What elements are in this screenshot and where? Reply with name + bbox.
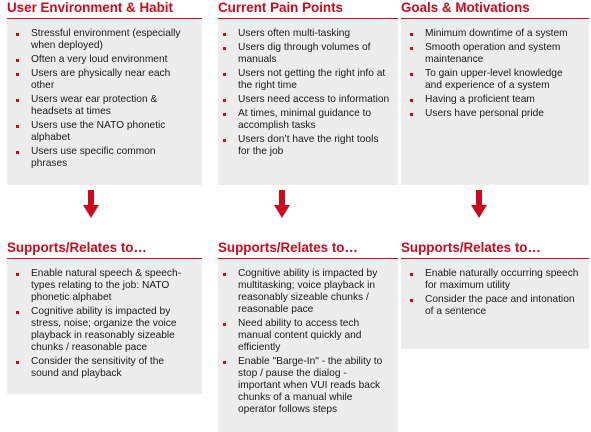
list-item: Users dig through volumes of manuals <box>220 42 390 66</box>
list-item: Users often multi-tasking <box>220 28 390 40</box>
heading-pain-points: Current Pain Points <box>218 0 343 15</box>
list-item: Consider the pace and intonation of a se… <box>407 294 579 318</box>
heading-user-environment: User Environment & Habit <box>7 0 173 15</box>
list-item: Enable "Barge-In" - the ability to stop … <box>220 356 388 416</box>
list-item: Users use specific common phrases <box>13 146 191 170</box>
list-item: Enable naturally occurring speech for ma… <box>407 268 579 292</box>
list-item: Consider the sensitivity of the sound an… <box>13 356 193 380</box>
list-item: Need ability to access tech manual conte… <box>220 318 388 354</box>
list-item: Users not getting the right info at the … <box>220 68 390 92</box>
heading-supports-3: Supports/Relates to… <box>401 240 541 255</box>
list-item: Stressful environment (especially when d… <box>13 28 191 52</box>
list-item: Minimum downtime of a system <box>407 28 579 40</box>
list-item: To gain upper-level knowledge and experi… <box>407 68 579 92</box>
list-item: Enable natural speech & speech-types rel… <box>13 268 193 304</box>
panel-top <box>401 19 589 185</box>
list-supports-1: Enable natural speech & speech-types rel… <box>13 268 193 382</box>
list-item: Users wear ear protection & headsets at … <box>13 94 191 118</box>
heading-supports-2: Supports/Relates to… <box>218 240 358 255</box>
panel-bottom <box>7 259 202 394</box>
divider <box>7 18 202 19</box>
list-item: Cognitive ability is impacted by multita… <box>220 268 388 316</box>
divider <box>401 258 589 259</box>
list-user-environment: Stressful environment (especially when d… <box>13 28 191 172</box>
heading-supports-1: Supports/Relates to… <box>7 240 147 255</box>
panel-top <box>218 19 398 185</box>
divider <box>401 18 589 19</box>
list-supports-2: Cognitive ability is impacted by multita… <box>220 268 388 418</box>
panel-bottom <box>401 259 589 349</box>
divider <box>218 258 398 259</box>
down-arrow-icon <box>471 190 487 218</box>
divider <box>7 258 202 259</box>
list-item: Cognitive ability is impacted by stress,… <box>13 306 193 354</box>
list-item: Users are physically near each other <box>13 68 191 92</box>
list-supports-3: Enable naturally occurring speech for ma… <box>407 268 579 320</box>
list-item: Smooth operation and system maintenance <box>407 42 579 66</box>
list-item: Often a very loud environment <box>13 54 191 66</box>
panel-bottom <box>218 259 398 432</box>
divider <box>218 18 398 19</box>
list-item: Users have personal pride <box>407 108 579 120</box>
panel-top <box>7 19 202 185</box>
list-item: Users use the NATO phonetic alphabet <box>13 120 191 144</box>
list-item: At times, minimal guidance to accomplish… <box>220 108 390 132</box>
list-item: Having a proficient team <box>407 94 579 106</box>
down-arrow-icon <box>274 190 290 218</box>
list-item: Users need access to information <box>220 94 390 106</box>
list-item: Users don’t have the right tools for the… <box>220 134 390 158</box>
heading-goals: Goals & Motivations <box>401 0 530 15</box>
down-arrow-icon <box>83 190 99 218</box>
